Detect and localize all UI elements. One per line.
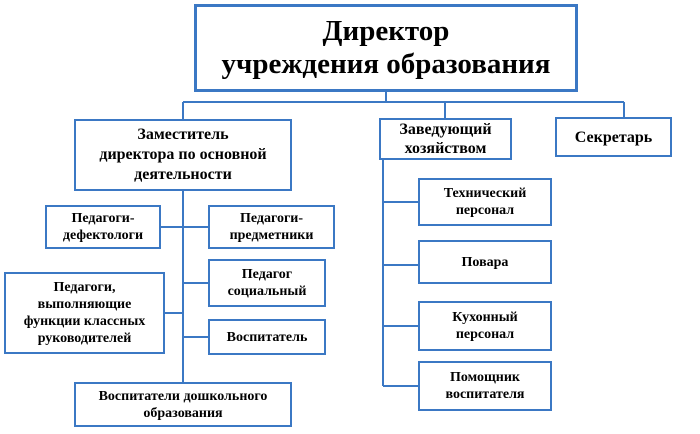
director-label: Директор учреждения образования [221, 15, 551, 80]
preschool-educators-label: Воспитатели дошкольного образования [98, 388, 268, 421]
class-teachers-label: Педагоги, выполняющие функции классных р… [23, 280, 146, 346]
kitchen-staff-label: Кухонный персонал [452, 310, 518, 342]
social-pedagogue-box: Педагог социальный [208, 259, 326, 307]
defectologists-box: Педагоги- дефектологи [45, 205, 161, 249]
deputy-director-label: Заместитель директора по основной деятел… [99, 126, 267, 183]
educator-assistant-label: Помощник воспитателя [445, 370, 525, 402]
technical-staff-box: Технический персонал [418, 178, 552, 226]
technical-staff-label: Технический персонал [443, 186, 527, 218]
secretary-label: Секретарь [574, 128, 653, 146]
educator-label: Воспитатель [226, 329, 308, 345]
educator-box: Воспитатель [208, 319, 326, 355]
preschool-educators-box: Воспитатели дошкольного образования [74, 382, 292, 427]
class-teachers-box: Педагоги, выполняющие функции классных р… [4, 272, 165, 354]
cooks-box: Повара [418, 240, 552, 284]
cooks-label: Повара [461, 254, 509, 270]
social-pedagogue-label: Педагог социальный [227, 267, 307, 299]
subject-teachers-label: Педагоги- предметники [229, 211, 314, 243]
director-box: Директор учреждения образования [194, 4, 578, 92]
subject-teachers-box: Педагоги- предметники [208, 205, 335, 249]
defectologists-label: Педагоги- дефектологи [62, 211, 144, 243]
educator-assistant-box: Помощник воспитателя [418, 361, 552, 411]
facility-manager-box: Заведующий хозяйством [379, 118, 512, 160]
deputy-director-box: Заместитель директора по основной деятел… [74, 119, 292, 191]
facility-manager-label: Заведующий хозяйством [399, 121, 492, 157]
kitchen-staff-box: Кухонный персонал [418, 301, 552, 351]
secretary-box: Секретарь [555, 117, 672, 157]
